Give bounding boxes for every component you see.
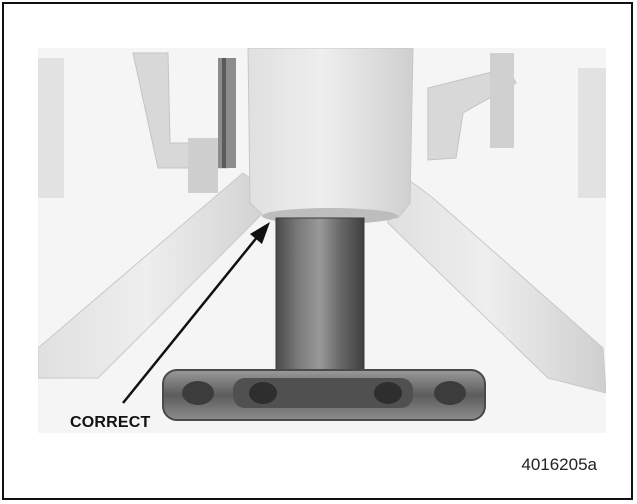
photo-illustration — [38, 48, 606, 433]
photo — [38, 48, 606, 433]
callout-label: CORRECT — [70, 414, 151, 431]
bg-left-shape — [38, 58, 64, 198]
right-post — [490, 53, 514, 148]
arrow-head — [250, 222, 270, 244]
left-clamp — [188, 138, 218, 193]
steering-shaft — [276, 218, 364, 378]
bg-right-shape — [578, 68, 606, 198]
bracket-center — [233, 378, 413, 408]
figure-frame: CORRECT 4016205a — [2, 2, 633, 500]
bracket-hole-right — [434, 381, 466, 405]
right-tube — [387, 167, 606, 394]
arrow-line — [122, 235, 259, 404]
head-tube — [247, 48, 414, 219]
figure-id: 4016205a — [521, 455, 597, 474]
bracket-hole-left — [182, 381, 214, 405]
callout-arrow — [122, 222, 270, 404]
